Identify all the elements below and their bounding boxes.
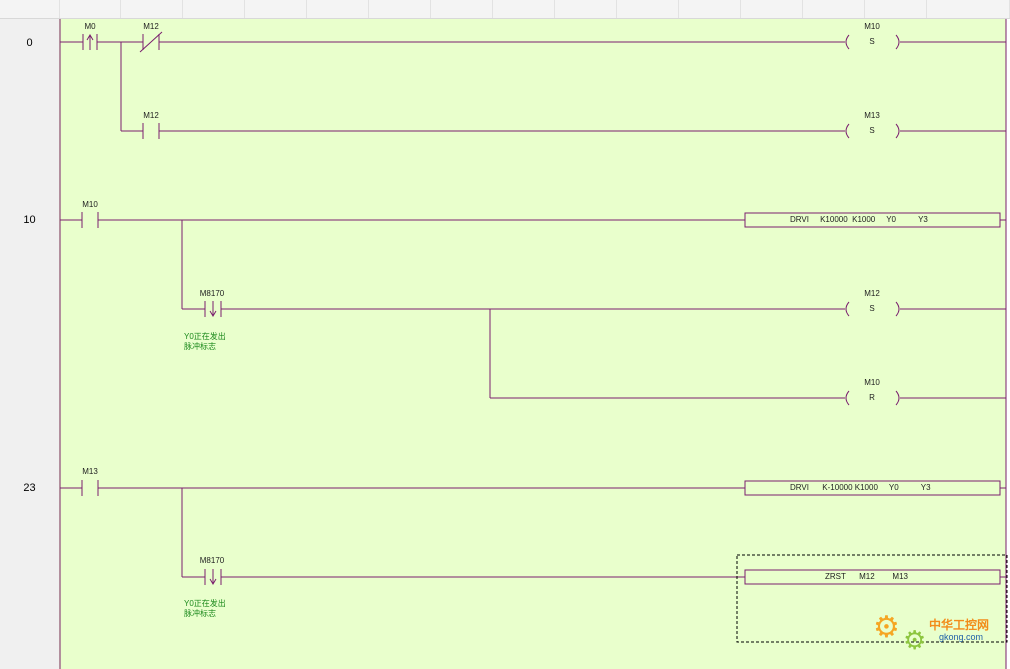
coil-op-label: R xyxy=(869,393,875,402)
header-cell xyxy=(183,0,245,18)
step-number: 23 xyxy=(23,482,36,494)
header-cell xyxy=(679,0,741,18)
column-header-bar xyxy=(0,0,1010,19)
watermark-brand: 中华工控网 xyxy=(929,618,990,632)
m12-nc-contact[interactable] xyxy=(139,31,163,53)
contact-label: M0 xyxy=(84,22,96,31)
rung-23 xyxy=(60,480,1006,585)
selection-cursor[interactable] xyxy=(736,554,1008,643)
m8170-falling-edge-contact[interactable] xyxy=(204,569,222,585)
header-cell xyxy=(369,0,431,18)
header-cell xyxy=(617,0,679,18)
device-comment: Y0正在发出 脉冲标志 xyxy=(184,599,226,618)
coil-device-label: M13 xyxy=(864,111,880,120)
zrst-text: ZRST M12 M13 xyxy=(825,572,908,581)
watermark-site: gkong.com xyxy=(939,632,984,642)
contact-label: M10 xyxy=(82,200,98,209)
coil-op-label: S xyxy=(869,37,875,46)
contact-label: M8170 xyxy=(199,289,225,298)
header-cell xyxy=(431,0,493,18)
header-cell xyxy=(0,0,60,18)
gear-icon: ⚙ xyxy=(903,625,927,655)
set-m10-coil[interactable] xyxy=(845,34,900,50)
coil-op-label: S xyxy=(869,126,875,135)
drvi-forward-text: DRVI K10000 K1000 Y0 Y3 xyxy=(790,215,928,224)
coil-device-label: M10 xyxy=(864,378,880,387)
rung-0 xyxy=(60,31,1006,139)
step-number: 10 xyxy=(23,214,36,226)
coil-op-label: S xyxy=(869,304,875,313)
ladder-workspace[interactable] xyxy=(59,19,1006,669)
rung-10 xyxy=(60,212,1006,406)
m12-no-contact[interactable] xyxy=(142,123,160,139)
contact-label: M12 xyxy=(143,22,159,31)
set-m12-coil[interactable] xyxy=(845,301,900,317)
m10-no-contact[interactable] xyxy=(81,212,99,228)
reset-m10-coil[interactable] xyxy=(845,390,900,406)
header-cell xyxy=(59,0,121,18)
gear-icon: ⚙ xyxy=(873,611,900,644)
header-cell xyxy=(245,0,307,18)
coil-device-label: M12 xyxy=(864,289,880,298)
header-cell xyxy=(741,0,803,18)
step-number: 0 xyxy=(26,37,33,49)
coil-device-label: M10 xyxy=(864,22,880,31)
header-cell xyxy=(555,0,617,18)
gkong-watermark-logo: ⚙ ⚙ 中华工控网 gkong.com xyxy=(873,613,1005,663)
contact-label: M13 xyxy=(82,467,98,476)
m8170-falling-edge-contact[interactable] xyxy=(204,301,222,317)
header-cell xyxy=(121,0,183,18)
header-cell xyxy=(493,0,555,18)
m13-no-contact[interactable] xyxy=(81,480,99,496)
contact-label: M12 xyxy=(143,111,159,120)
set-m13-coil[interactable] xyxy=(845,123,900,139)
header-cell xyxy=(307,0,369,18)
step-number-gutter xyxy=(0,19,59,669)
m0-rising-edge-contact[interactable] xyxy=(82,34,98,50)
device-comment: Y0正在发出 脉冲标志 xyxy=(184,332,226,351)
drvi-reverse-text: DRVI K-10000 K1000 Y0 Y3 xyxy=(790,483,931,492)
header-cell xyxy=(865,0,927,18)
contact-label: M8170 xyxy=(199,556,225,565)
header-cell xyxy=(803,0,865,18)
